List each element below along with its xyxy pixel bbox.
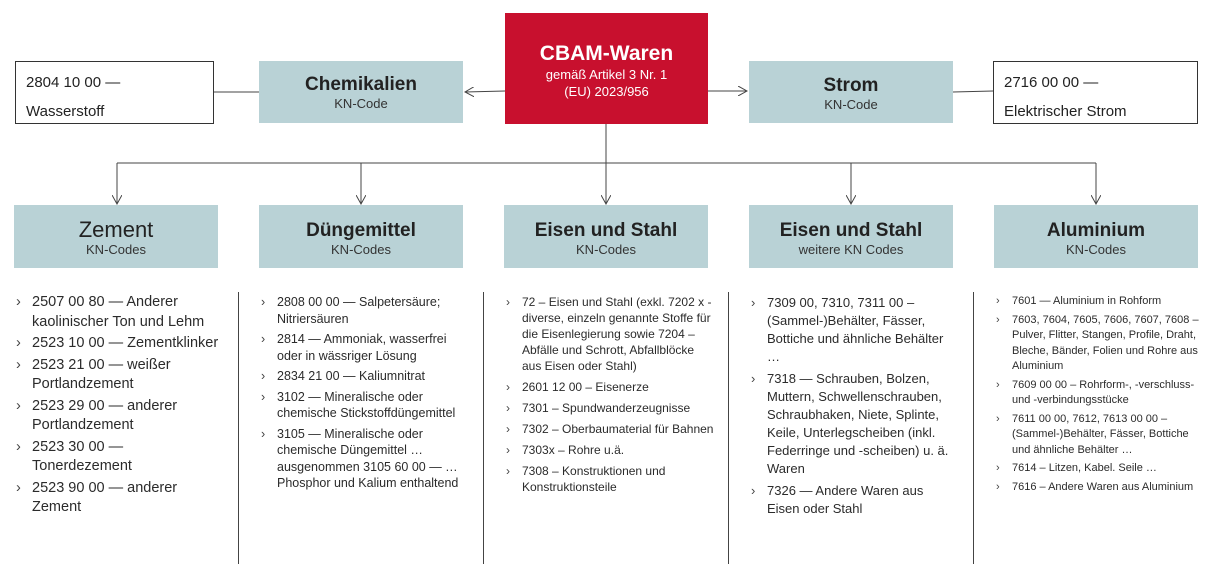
arrow-to-chemikalien xyxy=(465,91,506,92)
list-item: 7609 00 00 – Rohrform-, -verschluss- und… xyxy=(992,378,1204,409)
chemikalien-title: Chemikalien xyxy=(305,74,417,95)
list-item: 2523 21 00 — weißer Portlandzement xyxy=(12,356,222,395)
center-title: CBAM-Waren xyxy=(539,42,674,65)
list-item: 2523 30 00 — Tonerdezement xyxy=(12,438,222,477)
strom-title: Strom xyxy=(823,75,879,96)
chemikalien-box: Chemikalien KN-Code xyxy=(259,61,463,123)
list-eisen-stahl-weitere: 7309 00, 7310, 7311 00 – (Sammel-)Behält… xyxy=(747,294,959,518)
list-duengemittel: 2808 00 00 — Salpetersäure; Nitriersäure… xyxy=(257,294,471,492)
list-item: 7611 00 00, 7612, 7613 00 00 – (Sammel-)… xyxy=(992,412,1204,459)
list-item: 7616 – Andere Waren aus Aluminium xyxy=(992,480,1204,496)
list-item: 7603, 7604, 7605, 7606, 7607, 7608 – Pul… xyxy=(992,313,1204,375)
column-divider xyxy=(238,292,239,564)
chemikalien-subtitle: KN-Code xyxy=(334,96,388,111)
list-item: 7601 — Aluminium in Rohform xyxy=(992,294,1204,310)
chemikalien-detail-code: 2804 10 00 — xyxy=(26,74,121,91)
category-box-zement: Zement KN-Codes xyxy=(14,205,218,268)
category-box-eisen-stahl-weitere: Eisen und Stahl weitere KN Codes xyxy=(749,205,953,268)
list-item: 2834 21 00 — Kaliumnitrat xyxy=(257,368,471,385)
center-subtitle-1: gemäß Artikel 3 Nr. 1 xyxy=(545,67,668,82)
column-divider xyxy=(973,292,974,564)
list-aluminium: 7601 — Aluminium in Rohform 7603, 7604, … xyxy=(992,294,1204,495)
column-divider xyxy=(728,292,729,564)
list-item: 7301 – Spundwanderzeugnisse xyxy=(502,400,714,416)
category-subtitle: weitere KN Codes xyxy=(798,242,904,257)
center-subtitle-2: (EU) 2023/956 xyxy=(564,84,649,99)
category-subtitle: KN-Codes xyxy=(86,242,146,257)
strom-subtitle: KN-Code xyxy=(824,97,878,112)
list-item: 2601 12 00 – Eisenerze xyxy=(502,379,714,395)
category-title: Aluminium xyxy=(1046,220,1146,241)
category-box-eisen-stahl: Eisen und Stahl KN-Codes xyxy=(504,205,708,268)
category-title: Zement xyxy=(78,217,154,242)
list-eisen-stahl: 72 – Eisen und Stahl (exkl. 7202 x - div… xyxy=(502,294,714,495)
strom-detail-box: 2716 00 00 — Elektrischer Strom xyxy=(993,61,1198,124)
chemikalien-detail-label: Wasserstoff xyxy=(26,103,105,120)
column-divider xyxy=(483,292,484,564)
list-item: 7318 — Schrauben, Bolzen, Muttern, Schwe… xyxy=(747,370,959,478)
strom-detail-label: Elektrischer Strom xyxy=(1004,103,1127,120)
list-item: 2507 00 80 — Anderer kaolinischer Ton un… xyxy=(12,293,222,332)
list-zement: 2507 00 80 — Anderer kaolinischer Ton un… xyxy=(12,293,222,518)
list-item: 7326 — Andere Waren aus Eisen oder Stahl xyxy=(747,482,959,518)
line-strom-detail xyxy=(952,90,994,93)
list-item: 2523 10 00 — Zementklinker xyxy=(12,334,222,354)
list-item: 7302 – Oberbaumaterial für Bahnen xyxy=(502,421,714,437)
category-box-aluminium: Aluminium KN-Codes xyxy=(994,205,1198,268)
list-item: 3105 — Mineralische oder chemische Dünge… xyxy=(257,426,471,492)
center-box-cbam: CBAM-Waren gemäß Artikel 3 Nr. 1 (EU) 20… xyxy=(505,13,708,124)
category-subtitle: KN-Codes xyxy=(1066,242,1126,257)
list-item: 7309 00, 7310, 7311 00 – (Sammel-)Behält… xyxy=(747,294,959,366)
list-item: 72 – Eisen und Stahl (exkl. 7202 x - div… xyxy=(502,294,714,374)
list-item: 2808 00 00 — Salpetersäure; Nitriersäure… xyxy=(257,294,471,327)
category-title: Düngemittel xyxy=(306,220,416,241)
strom-box: Strom KN-Code xyxy=(749,61,953,123)
category-subtitle: KN-Codes xyxy=(331,242,391,257)
list-item: 7614 – Litzen, Kabel. Seile … xyxy=(992,461,1204,477)
list-item: 3102 — Mineralische oder chemische Stick… xyxy=(257,389,471,422)
chemikalien-detail-box: 2804 10 00 — Wasserstoff xyxy=(15,61,214,124)
category-title: Eisen und Stahl xyxy=(534,220,678,241)
category-subtitle: KN-Codes xyxy=(576,242,636,257)
strom-detail-code: 2716 00 00 — xyxy=(1004,74,1099,91)
list-item: 2814 — Ammoniak, wasserfrei oder in wäss… xyxy=(257,331,471,364)
list-item: 2523 29 00 — anderer Portlandzement xyxy=(12,397,222,436)
list-item: 2523 90 00 — anderer Zement xyxy=(12,479,222,518)
list-item: 7303x – Rohre u.ä. xyxy=(502,442,714,458)
category-box-duengemittel: Düngemittel KN-Codes xyxy=(259,205,463,268)
category-title: Eisen und Stahl xyxy=(779,220,923,241)
list-item: 7308 – Konstruktionen und Konstruktionst… xyxy=(502,463,714,495)
